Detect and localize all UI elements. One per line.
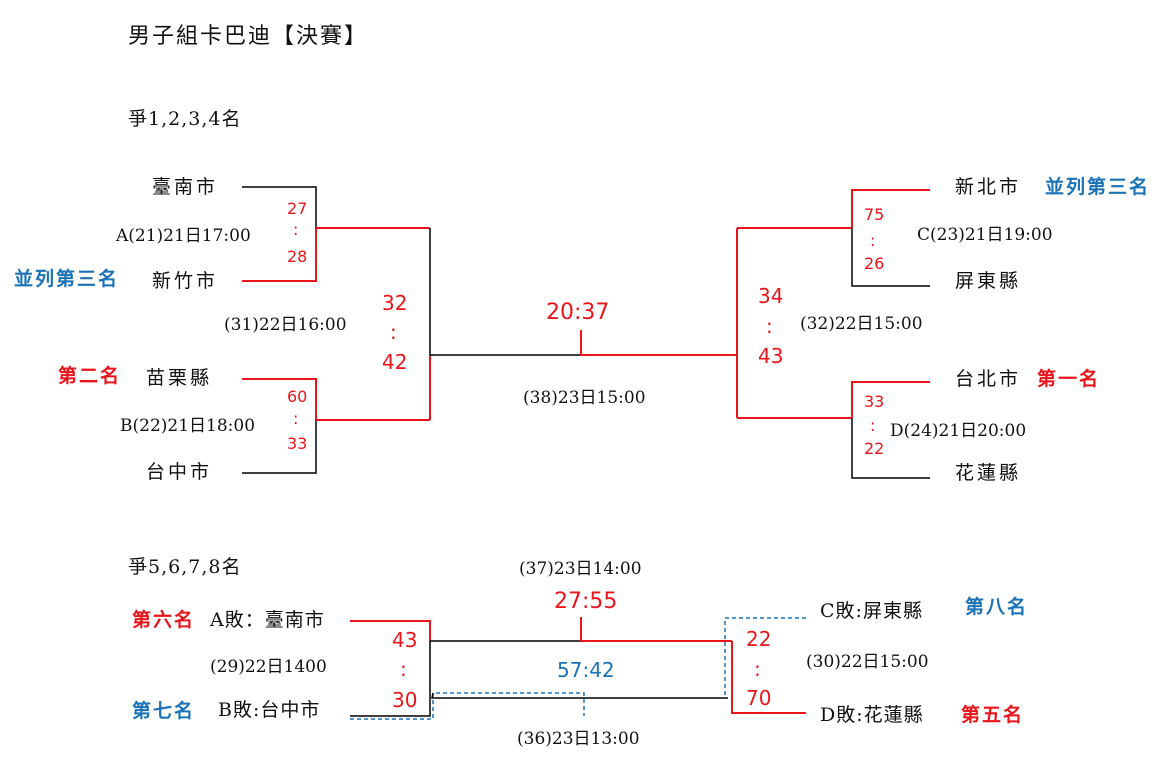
- rank-taipei: 第一名: [1037, 368, 1101, 390]
- line-b-team1: [242, 378, 317, 420]
- line-b-right-team1: [724, 617, 806, 698]
- rank-miaoli: 第二名: [58, 365, 122, 387]
- section-heading-5678: 爭5,6,7,8名: [128, 556, 242, 578]
- semi-right-score2: 43: [758, 344, 784, 368]
- bottom-right-sep: :: [754, 657, 761, 681]
- line-b-third: [431, 692, 728, 699]
- line-b5-team1: [350, 620, 431, 641]
- final-time: (38)23日15:00: [523, 388, 646, 408]
- line-b-team2: [242, 420, 317, 474]
- line-b-final-right: [580, 617, 732, 642]
- team-taipei: 台北市: [955, 368, 1022, 390]
- line-a-team1: [242, 186, 317, 228]
- semi-right-score1: 34: [758, 284, 784, 308]
- team-d-loser: D敗:花蓮縣: [820, 704, 924, 726]
- match-d-time: D(24)21日20:00: [890, 421, 1027, 441]
- bottom-third-time: (36)23日13:00: [517, 729, 640, 749]
- team-taichung: 台中市: [146, 461, 213, 483]
- bottom-left-score1: 43: [392, 628, 418, 652]
- line-d-team2: [851, 418, 930, 479]
- match-c-score2: 26: [864, 254, 885, 273]
- section-heading-1234: 爭1,2,3,4名: [128, 108, 242, 130]
- bottom-left-time: (29)22日1400: [210, 657, 327, 677]
- page-title: 男子組卡巴迪【決賽】: [128, 24, 369, 49]
- line-c-team2: [851, 228, 930, 287]
- bottom-right-score2: 70: [746, 686, 772, 710]
- semi-left-time: (31)22日16:00: [224, 315, 347, 335]
- team-hualien: 花蓮縣: [955, 462, 1022, 484]
- match-d-sep: :: [870, 416, 876, 435]
- team-b-loser: B敗:台中市: [218, 699, 321, 721]
- bottom-left-score2: 30: [392, 688, 418, 712]
- team-a-loser: A敗：臺南市: [210, 609, 325, 631]
- semi-left-score2: 42: [382, 350, 408, 374]
- line-b5-team2: [350, 641, 431, 717]
- match-b-sep: :: [293, 409, 299, 428]
- line-c-team1: [851, 189, 930, 228]
- line-d-team1: [851, 381, 930, 418]
- match-a-sep: :: [293, 220, 299, 239]
- match-d-score2: 22: [864, 439, 885, 458]
- match-a-score2: 28: [287, 247, 308, 266]
- match-d-score1: 33: [864, 392, 885, 411]
- match-a-time: A(21)21日17:00: [116, 226, 251, 246]
- semi-right-time: (32)22日15:00: [800, 314, 923, 334]
- team-new-taipei: 新北市: [955, 176, 1022, 198]
- semi-right-sep: :: [766, 314, 773, 338]
- rank-seventh: 第七名: [132, 700, 196, 722]
- semi-left-sep: :: [390, 320, 397, 344]
- bottom-left-sep: :: [400, 657, 407, 681]
- line-b-right-team2: [731, 641, 806, 714]
- rank-fifth: 第五名: [961, 704, 1025, 726]
- match-c-score1: 75: [864, 205, 885, 224]
- rank-hsinchu: 並列第三名: [14, 268, 120, 290]
- line-final-right: [580, 330, 737, 356]
- match-b-score2: 33: [287, 434, 308, 453]
- match-b-time: B(22)21日18:00: [120, 416, 256, 436]
- match-c-sep: :: [870, 231, 876, 250]
- bottom-final-score: 27:55: [554, 589, 618, 614]
- bottom-right-score1: 22: [746, 627, 772, 651]
- match-b-score1: 60: [287, 387, 308, 406]
- bottom-final-time: (37)23日14:00: [519, 559, 642, 579]
- bottom-third-score: 57:42: [557, 658, 615, 682]
- line-b5-team2-dash: [350, 692, 585, 720]
- team-c-loser: C敗:屏東縣: [820, 600, 923, 622]
- team-tainan: 臺南市: [152, 176, 219, 198]
- line-a-team2: [242, 228, 317, 282]
- rank-sixth: 第六名: [132, 609, 196, 631]
- rank-eighth: 第八名: [965, 596, 1029, 618]
- final-score: 20:37: [546, 300, 610, 325]
- match-c-time: C(23)21日19:00: [917, 225, 1053, 245]
- match-a-score1: 27: [287, 199, 308, 218]
- semi-left-score1: 32: [382, 291, 408, 315]
- bottom-right-time: (30)22日15:00: [806, 652, 929, 672]
- team-hsinchu: 新竹市: [152, 270, 219, 292]
- rank-new-taipei: 並列第三名: [1045, 176, 1151, 198]
- team-pingtung: 屏東縣: [955, 270, 1022, 292]
- team-miaoli: 苗栗縣: [146, 367, 213, 389]
